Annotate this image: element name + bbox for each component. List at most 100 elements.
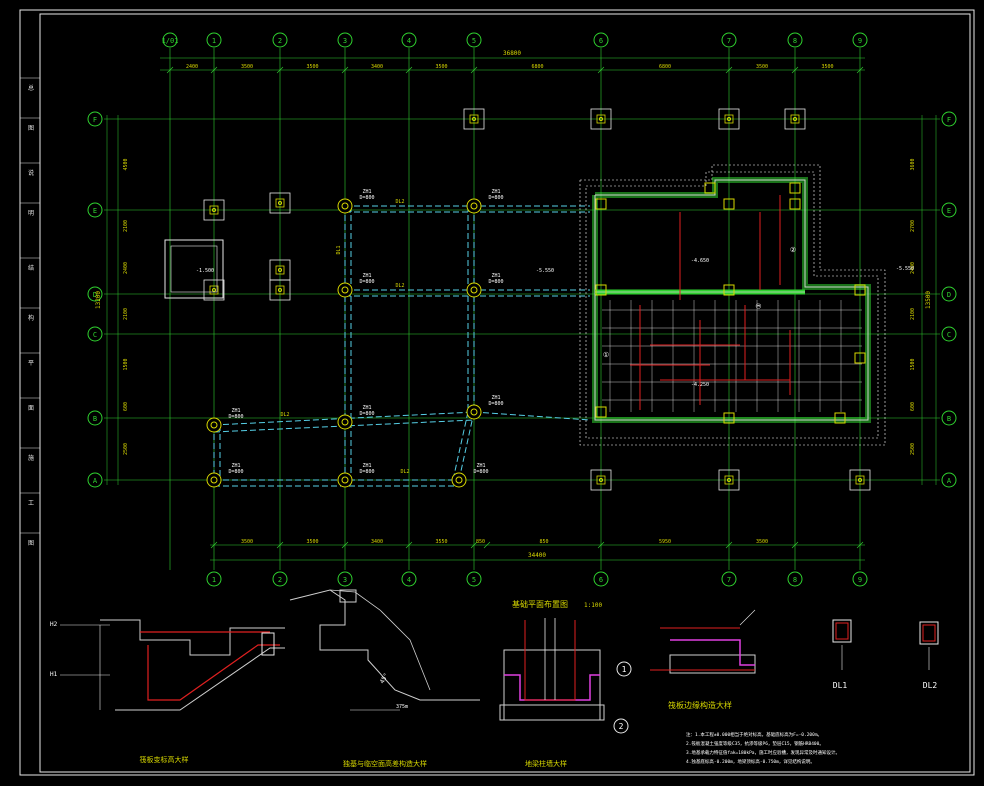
pit-column xyxy=(723,412,735,424)
axis-bubble-top xyxy=(272,32,288,48)
isolated-footing xyxy=(203,279,225,301)
plan-scale: 1:100 xyxy=(584,602,602,609)
footing-column xyxy=(209,285,219,295)
dim-text-top: 3500 xyxy=(756,64,768,70)
pit-elevation-label: -4.250 xyxy=(691,382,709,388)
axis-bubble-bottom xyxy=(593,571,609,587)
axis-label-left: F xyxy=(93,116,97,124)
footing-column xyxy=(275,265,285,275)
dim-tick xyxy=(276,66,284,74)
axis-bubble-top xyxy=(852,32,868,48)
strip-cell: 图 xyxy=(28,540,34,547)
h1-label: H1 xyxy=(50,671,58,678)
dim-text-left: 2500 xyxy=(123,443,129,455)
tie-beam xyxy=(473,411,591,421)
dim-text-bottom: 3500 xyxy=(756,539,768,545)
detail1-rebar xyxy=(147,644,280,701)
detail3-rebar xyxy=(524,620,576,701)
tie-beam xyxy=(458,411,475,481)
detail4-raft xyxy=(669,654,756,674)
dim-tick xyxy=(405,541,413,549)
strip-cell: 图 xyxy=(28,125,34,132)
note-line: 4.独基底标高-0.200m，地梁顶标高-0.750m，详见结构说明。 xyxy=(686,758,815,765)
axis-label-right: E xyxy=(947,207,951,215)
dim-text-top: 3500 xyxy=(435,64,447,70)
detail-title-2: 独基与临空面高差构造大样 xyxy=(343,759,427,768)
pile-diameter: D=800 xyxy=(228,414,243,420)
raft-outer-boundary xyxy=(579,164,886,446)
axis-label-bottom: 2 xyxy=(278,576,282,584)
pile-diameter: D=800 xyxy=(359,411,374,417)
isolated-footing xyxy=(203,199,225,221)
axis-bubble-right xyxy=(941,202,957,218)
dim-text-right: 2400 xyxy=(910,262,916,274)
pit-column xyxy=(854,352,866,364)
axis-bubble-bottom xyxy=(206,571,222,587)
pile-diameter: D=800 xyxy=(473,469,488,475)
axis-label-right: F xyxy=(947,116,951,124)
elevator-pit-box xyxy=(164,239,224,299)
raft-outer-boundary-2 xyxy=(585,171,879,439)
pit-callout: ③ xyxy=(755,303,763,309)
detail-drawings xyxy=(60,589,939,734)
pit-elevation-label: -5.550 xyxy=(896,266,914,272)
dim-text-top: 3500 xyxy=(821,64,833,70)
dim-tick xyxy=(725,66,733,74)
dim-text-right: 2500 xyxy=(910,443,916,455)
axis-bubble-bottom xyxy=(852,571,868,587)
axis-bubble-top xyxy=(721,32,737,48)
axis-bubble-left xyxy=(87,326,103,342)
footing-anchor xyxy=(212,208,216,212)
dim-tick xyxy=(166,66,174,74)
detail2-slope xyxy=(329,589,431,691)
strip-cell: 工 xyxy=(28,500,34,507)
strip-cell: 结 xyxy=(28,264,34,272)
pit-elevation-label: -5.550 xyxy=(536,268,554,274)
isolated-footing xyxy=(590,469,612,491)
dim-text-left: 2100 xyxy=(123,220,129,232)
pile-core xyxy=(470,286,478,294)
top-total-dimension: 36800 xyxy=(503,50,521,57)
axis-bubble-left xyxy=(87,111,103,127)
axis-label-top: 7 xyxy=(727,37,731,45)
footing-anchor xyxy=(472,117,476,121)
axis-label-top: 8 xyxy=(793,37,797,45)
dim-text-left: 2400 xyxy=(123,262,129,274)
dim-text-top: 2400 xyxy=(186,64,198,70)
pile-diameter: D=800 xyxy=(488,401,503,407)
footing-anchor xyxy=(278,201,282,205)
footing-column xyxy=(596,114,606,124)
axis-label-bottom: 4 xyxy=(407,576,411,584)
detail1-wall-block xyxy=(261,632,275,656)
dl2-label: DL2 xyxy=(923,681,938,690)
axis-label-top: 3 xyxy=(343,37,347,45)
pile-label: ZH1 xyxy=(476,463,485,469)
footing-anchor xyxy=(727,478,731,482)
axis-label-top: 4 xyxy=(407,37,411,45)
axis-label-left: A xyxy=(93,477,98,485)
dim-text-bottom: 3550 xyxy=(435,539,447,545)
axis-label-left: D xyxy=(93,291,97,299)
pile-label: ZH1 xyxy=(491,273,500,279)
pit-elevation: -1.500 xyxy=(196,268,214,274)
axis-label-right: D xyxy=(947,291,951,299)
axis-label-bottom: 5 xyxy=(472,576,476,584)
axis-label-top: 1/01 xyxy=(162,37,179,45)
pit-column xyxy=(834,412,846,424)
strip-cell: 面 xyxy=(28,405,34,412)
pit-column xyxy=(789,198,801,210)
axis-label-left: E xyxy=(93,207,97,215)
axis-label-bottom: 1 xyxy=(212,576,216,584)
pile-label: ZH1 xyxy=(491,395,500,401)
axis-label-bottom: 3 xyxy=(343,576,347,584)
footing-column xyxy=(724,475,734,485)
dim-tick xyxy=(791,541,799,549)
pile-label: ZH1 xyxy=(362,463,371,469)
axis-bubble-top xyxy=(337,32,353,48)
dim-text-top: 3500 xyxy=(241,64,253,70)
dim-tick xyxy=(341,66,349,74)
detail-title-3: 地梁柱墙大样 xyxy=(525,759,567,768)
strip-cell: 明 xyxy=(28,210,34,217)
axis-bubble-bottom xyxy=(721,571,737,587)
